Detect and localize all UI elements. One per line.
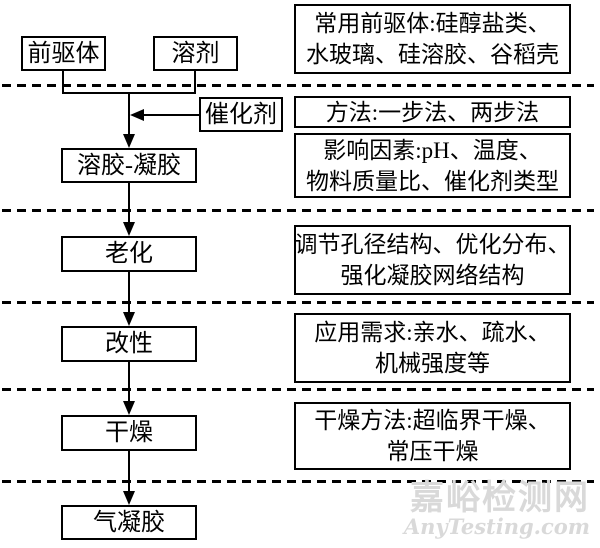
note-line: 干燥方法:超临界干燥、 xyxy=(314,408,551,433)
note-line: 常压干燥 xyxy=(386,439,479,464)
arrowhead-into-modification xyxy=(123,312,135,326)
dashed-separator-5 xyxy=(2,480,594,483)
dashed-separator-4 xyxy=(2,388,594,391)
watermark-cn-text: 嘉峪检测网 xyxy=(410,478,590,517)
connector-aging-modification xyxy=(128,272,130,314)
arrowhead-into-aging xyxy=(123,222,135,236)
note-factors: 影响因素:pH、温度、 物料质量比、催化剂类型 xyxy=(294,133,571,198)
connector-solgel-aging xyxy=(128,182,130,224)
connector-precursor-drop xyxy=(62,70,64,94)
note-line: 物料质量比、催化剂类型 xyxy=(306,168,559,194)
note-precursor-types: 常用前驱体:硅醇盐类、 水玻璃、硅溶胶、谷稻壳 xyxy=(294,4,571,74)
node-precursor-label: 前驱体 xyxy=(27,40,100,67)
note-methods: 方法:一步法、两步法 xyxy=(294,96,571,128)
dashed-separator-1 xyxy=(2,84,594,87)
connector-catalyst-line xyxy=(143,114,199,116)
node-aging: 老化 xyxy=(61,236,197,272)
connector-merge-to-solgel xyxy=(128,92,130,136)
note-application: 应用需求:亲水、疏水、 机械强度等 xyxy=(294,313,571,383)
note-line: 方法:一步法、两步法 xyxy=(325,99,540,125)
note-line: 影响因素:pH、温度、 xyxy=(323,137,542,163)
node-aging-label: 老化 xyxy=(105,241,153,267)
watermark-en-text: AnyTesting.com xyxy=(403,513,590,539)
connector-solvent-drop xyxy=(194,70,196,94)
watermark: 嘉峪检测网 AnyTesting.com xyxy=(404,481,590,538)
note-line: 强化凝胶网络结构 xyxy=(340,263,525,288)
node-modification: 改性 xyxy=(61,326,197,362)
note-aging-purpose: 调节孔径结构、优化分布、 强化凝胶网络结构 xyxy=(294,225,571,295)
note-line: 机械强度等 xyxy=(375,351,490,376)
note-line: 水玻璃、硅溶胶、谷稻壳 xyxy=(306,42,559,67)
arrowhead-into-drying xyxy=(123,401,135,415)
connector-drying-aerogel xyxy=(128,451,130,493)
dashed-separator-2 xyxy=(2,209,594,212)
arrowhead-into-aerogel xyxy=(123,491,135,505)
node-catalyst: 催化剂 xyxy=(199,97,283,132)
node-aerogel: 气凝胶 xyxy=(61,505,197,540)
node-precursor: 前驱体 xyxy=(21,36,106,71)
node-modification-label: 改性 xyxy=(105,331,153,357)
node-solvent: 溶剂 xyxy=(153,36,238,71)
node-catalyst-label: 催化剂 xyxy=(205,101,277,128)
node-solvent-label: 溶剂 xyxy=(171,40,220,67)
node-aerogel-label: 气凝胶 xyxy=(93,509,165,536)
node-sol-gel: 溶胶-凝胶 xyxy=(61,148,197,183)
node-drying: 干燥 xyxy=(61,415,197,451)
arrowhead-catalyst xyxy=(130,109,144,121)
node-sol-gel-label: 溶胶-凝胶 xyxy=(77,152,181,179)
node-drying-label: 干燥 xyxy=(105,420,153,446)
note-drying-methods: 干燥方法:超临界干燥、 常压干燥 xyxy=(294,402,571,470)
note-line: 调节孔径结构、优化分布、 xyxy=(294,232,571,257)
dashed-separator-3 xyxy=(2,301,594,304)
note-line: 应用需求:亲水、疏水、 xyxy=(314,320,551,345)
connector-modification-drying xyxy=(128,362,130,403)
arrowhead-into-solgel xyxy=(123,134,135,148)
note-line: 常用前驱体:硅醇盐类、 xyxy=(314,11,551,36)
